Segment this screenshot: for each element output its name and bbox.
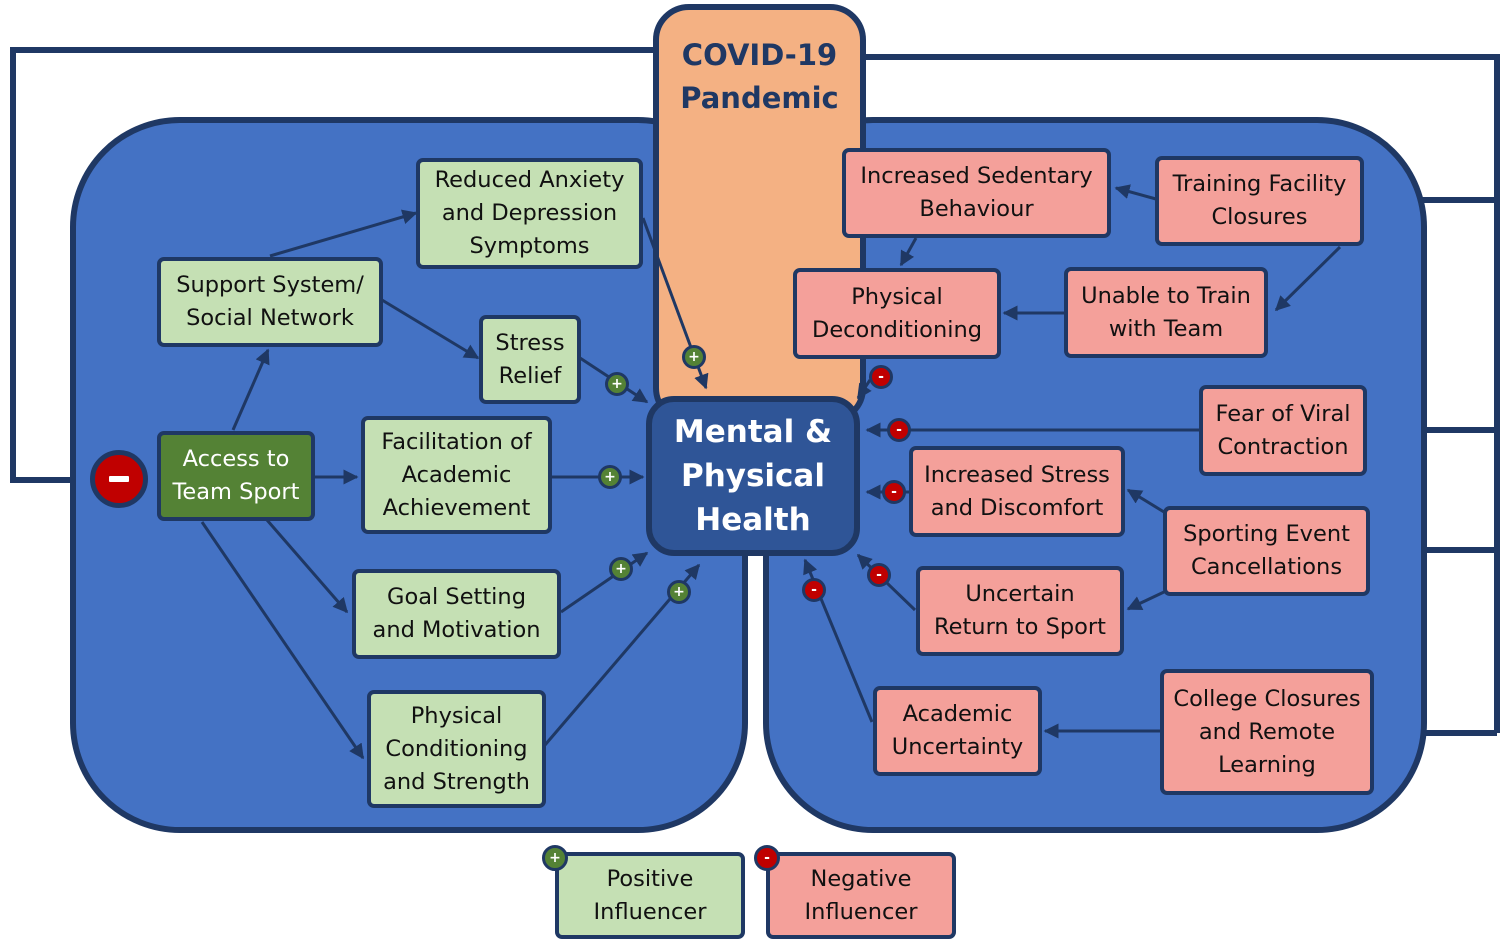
covid-to-access-line (10, 47, 658, 483)
legend-plus-icon: + (542, 845, 568, 871)
legend-negative-influencer: Negative Influencer (766, 852, 956, 939)
minus-icon: - (869, 365, 893, 389)
physical-conditioning-label: Physical Conditioning and Strength (383, 702, 530, 795)
arrow-facility-sedentary (1114, 184, 1157, 201)
minus-icon: - (882, 480, 906, 504)
mental-physical-health-label: Mental & Physical Health (673, 414, 833, 538)
plus-icon: + (667, 580, 691, 604)
covid-title: COVID-19 Pandemic (680, 38, 839, 115)
support-system-box: Support System/ Social Network (157, 257, 383, 347)
fear-of-viral-contraction-label: Fear of Viral Contraction (1215, 400, 1351, 460)
minus-icon: - (867, 563, 891, 587)
sedentary-behaviour-box: Increased Sedentary Behaviour (842, 148, 1111, 238)
unable-to-train-box: Unable to Train with Team (1064, 267, 1268, 358)
legend-negative-label: Negative Influencer (804, 865, 918, 925)
physical-deconditioning-label: Physical Deconditioning (812, 283, 982, 343)
covid-right-bus-line (862, 54, 1500, 733)
plus-icon: + (605, 372, 629, 396)
plus-icon: + (609, 557, 633, 581)
legend-positive-influencer: Positive Influencer (555, 852, 745, 939)
physical-deconditioning-box: Physical Deconditioning (793, 268, 1001, 359)
training-facility-closures-box: Training Facility Closures (1155, 156, 1364, 246)
reduced-anxiety-label: Reduced Anxiety and Depression Symptoms (434, 167, 625, 259)
covid-access-minus-icon (90, 450, 148, 508)
access-label: Access to Team Sport (172, 446, 300, 505)
goal-setting-box: Goal Setting and Motivation (352, 569, 561, 659)
academic-achievement-label: Facilitation of Academic Achievement (381, 428, 532, 521)
goal-setting-label: Goal Setting and Motivation (372, 584, 541, 643)
plus-icon: + (598, 465, 622, 489)
stress-relief-label: Stress Relief (495, 329, 565, 389)
sporting-event-cancellations-box: Sporting Event Cancellations (1163, 506, 1370, 596)
mental-physical-health-box: Mental & Physical Health (646, 396, 860, 556)
academic-achievement-box: Facilitation of Academic Achievement (361, 416, 552, 534)
arrow-deconditioning-health (856, 379, 872, 400)
covid-feedback-lines (10, 47, 1500, 745)
college-closures-box: College Closures and Remote Learning (1160, 669, 1374, 795)
minus-icon: - (887, 418, 911, 442)
arrow-cancellations-return (1126, 590, 1165, 611)
arrow-sedentary-deconditioning (899, 237, 918, 267)
arrow-cancellations-stress (1126, 488, 1165, 514)
plus-icon: + (682, 345, 706, 369)
arrow-facility-unable (1274, 245, 1342, 312)
uncertain-return-box: Uncertain Return to Sport (916, 566, 1124, 656)
physical-conditioning-box: Physical Conditioning and Strength (367, 690, 546, 808)
arrow-access-goal (265, 519, 349, 614)
sedentary-behaviour-label: Increased Sedentary Behaviour (860, 163, 1093, 222)
legend-positive-label: Positive Influencer (593, 865, 707, 925)
uncertain-return-label: Uncertain Return to Sport (934, 581, 1106, 640)
fear-of-viral-contraction-box: Fear of Viral Contraction (1199, 385, 1367, 476)
arrow-access-conditioning (200, 521, 365, 760)
arrow-support-anxiety (269, 209, 418, 258)
legend-minus-icon: - (754, 845, 780, 871)
support-system-label: Support System/ Social Network (176, 272, 364, 331)
academic-uncertainty-box: Academic Uncertainty (873, 686, 1042, 776)
college-closures-label: College Closures and Remote Learning (1173, 685, 1361, 778)
academic-uncertainty-label: Academic Uncertainty (891, 701, 1024, 760)
stress-relief-box: Stress Relief (479, 315, 581, 404)
unable-to-train-label: Unable to Train with Team (1081, 282, 1251, 342)
increased-stress-label: Increased Stress and Discomfort (924, 461, 1110, 521)
arrow-support-stress (381, 298, 480, 360)
reduced-anxiety-box: Reduced Anxiety and Depression Symptoms (416, 158, 643, 269)
minus-icon: - (802, 578, 826, 602)
training-facility-closures-label: Training Facility Closures (1172, 171, 1347, 230)
arrow-goal-health (560, 551, 649, 614)
sporting-event-cancellations-label: Sporting Event Cancellations (1183, 521, 1350, 580)
arrow-access-support (231, 348, 270, 431)
access-to-team-sport-box: Access to Team Sport (157, 431, 315, 521)
increased-stress-box: Increased Stress and Discomfort (909, 446, 1125, 537)
